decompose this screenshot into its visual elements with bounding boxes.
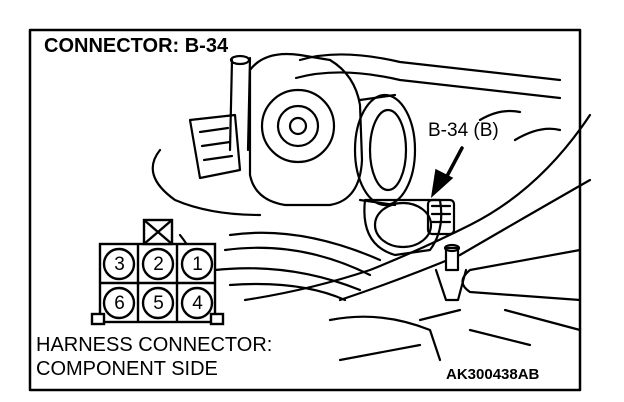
connector-foot-right (209, 312, 225, 326)
throttle-body (248, 52, 364, 207)
pipe-left (228, 58, 234, 152)
connector-pin: 5 (153, 293, 164, 314)
connector-callout-label: B-34 (B) (428, 120, 499, 141)
connector-foot-left (90, 312, 106, 326)
sensor-connector (426, 198, 456, 236)
connector-pin: 3 (114, 254, 125, 275)
connector-pin: 1 (192, 254, 203, 275)
mount-stud (444, 246, 460, 272)
throttle-bore (260, 88, 336, 164)
connector-pin: 6 (114, 293, 125, 314)
hose-lower-2 (213, 267, 362, 292)
body-sweep (243, 113, 592, 302)
connector-pin: 2 (153, 254, 164, 275)
harness-label-line1: HARNESS CONNECTOR: (36, 334, 273, 356)
connector-title: CONNECTOR: B-34 (44, 36, 233, 56)
hose-lower-1 (228, 231, 382, 262)
reference-code: AK300438AB (446, 366, 540, 383)
callout-arrow-shaft (444, 146, 464, 180)
connector-face (90, 218, 225, 326)
intake-ring (353, 93, 417, 207)
harness-label-line2: COMPONENT SIDE (36, 358, 218, 380)
bracket-left (188, 113, 242, 180)
connector-pin: 4 (192, 293, 203, 314)
callout-arrow-head (430, 168, 454, 198)
